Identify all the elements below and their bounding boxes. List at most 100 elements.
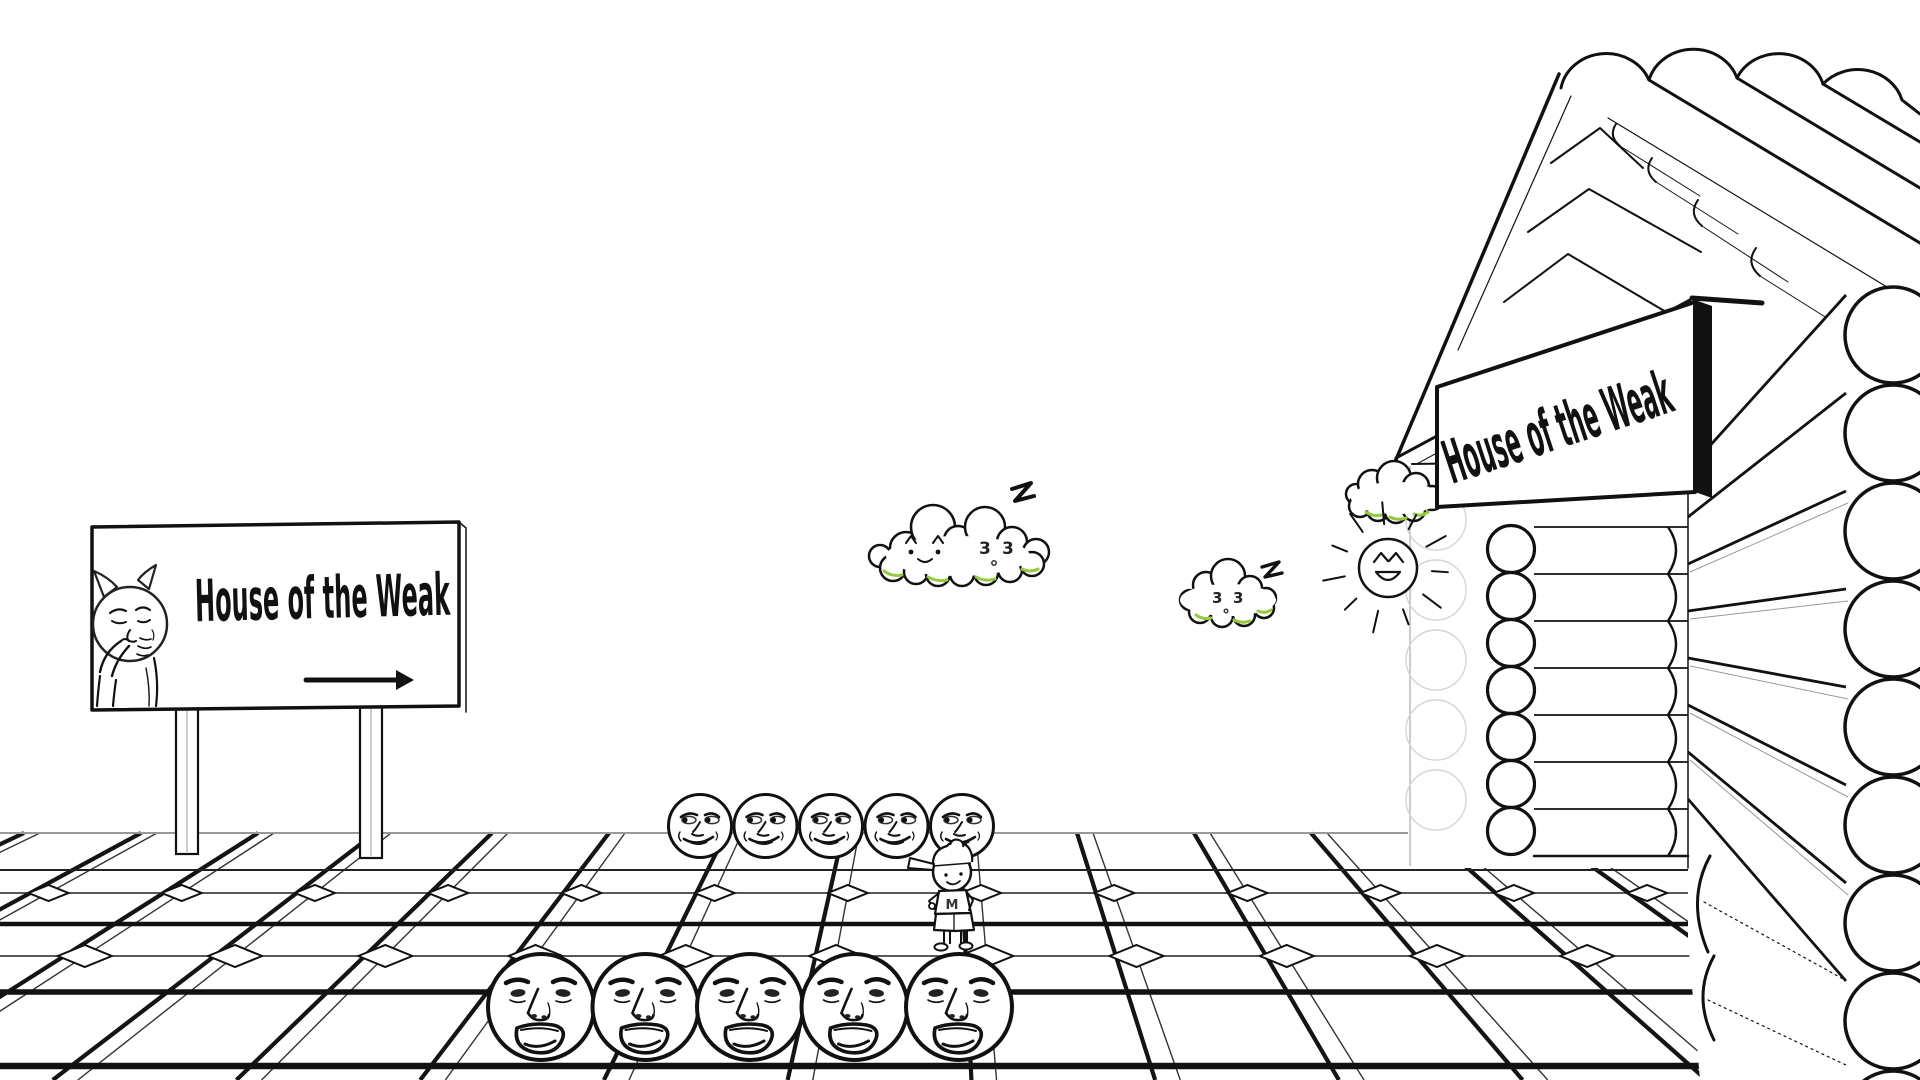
floor-tile-diamond [1224, 883, 1271, 903]
sun-ray-icon [1381, 501, 1386, 526]
log-end-circle [1485, 805, 1537, 857]
log-edge-line [1687, 750, 1847, 885]
faint-log-end-circle [1405, 629, 1467, 691]
log-end-circle [1843, 383, 1920, 483]
cloud-happy-eyebrow-icon [905, 535, 917, 544]
cloud-accent-stroke [1388, 515, 1408, 521]
shout-face-token[interactable] [697, 954, 803, 1060]
sleeping-eye-glyph: 3 [1212, 589, 1222, 607]
log-end-circle [1843, 579, 1920, 679]
log-end-circle [1485, 711, 1537, 763]
cloud-accent-stroke [1256, 608, 1273, 614]
floor-tile-diamond [205, 943, 265, 969]
log-end-circle [1843, 285, 1920, 385]
sleeping-mouth-icon [1223, 608, 1229, 614]
sleeping-eye-glyph: 3 [979, 539, 991, 559]
log-shade-line [1689, 502, 1849, 573]
floor-diagonal-line [0, 831, 143, 912]
smirk-face-token[interactable] [863, 793, 930, 859]
floor-tile-diamond [292, 883, 338, 903]
log-corner-arc [1666, 620, 1678, 669]
log-edge-line [1687, 489, 1847, 566]
sun-ray-icon [1343, 597, 1358, 611]
log-edge-line [1686, 294, 1848, 471]
floor-diagonal-thin-line [0, 832, 158, 921]
shout-face-token[interactable] [906, 954, 1012, 1060]
sleeping-eye-glyph: 3 [1002, 539, 1014, 559]
sun-ray-icon [1430, 570, 1449, 574]
shout-face-token[interactable] [593, 954, 699, 1060]
sun-ray-icon [1349, 512, 1364, 533]
sun-ray-icon [1422, 593, 1442, 609]
log-corner-arc [1666, 808, 1678, 857]
floor-tile-diamond [25, 883, 72, 903]
log-edge-line [1687, 703, 1847, 787]
cabin-near-wall [1686, 285, 1920, 1080]
floor-tile-diamond [1106, 943, 1167, 969]
cloud-accent-stroke [1364, 510, 1383, 518]
cloud-accent-stroke [926, 575, 949, 583]
sleep-z-icon [1260, 560, 1284, 579]
log-shade-line [1689, 759, 1849, 896]
cloud-accent-stroke [1232, 618, 1252, 624]
log-corner-arc [1666, 761, 1678, 810]
log-edge-line [1687, 391, 1847, 519]
log-end-circle [1485, 617, 1537, 669]
cloud-body [1351, 482, 1441, 514]
player-character[interactable]: M [907, 838, 976, 952]
right-arrow-icon [303, 670, 414, 690]
floor-tile-diamond [1357, 883, 1404, 903]
cloud-body [886, 536, 1030, 576]
small-cloud-face: 3 3 [1212, 560, 1284, 614]
shirt-letter: M [946, 898, 959, 913]
double-sleeping-cloud [867, 503, 1051, 588]
log-corner-arc [1666, 526, 1678, 575]
floor-tile-diamond [558, 883, 605, 903]
floor-tile-diamond [159, 883, 205, 903]
direction-sign-text: House of the Weak [194, 561, 451, 636]
floor-tile-diamond [1257, 943, 1317, 969]
direction-sign: House of the Weak [90, 520, 467, 860]
log-end-circle [1485, 570, 1537, 622]
smirk-face-token[interactable] [732, 793, 799, 859]
faint-log-end-circle [1405, 699, 1467, 761]
log-edge-line [1686, 798, 1848, 982]
cloud-accent-stroke [1412, 510, 1430, 517]
shout-token-row [488, 954, 1012, 1060]
player-smile [946, 880, 961, 886]
corner-cloud [1344, 459, 1446, 525]
log-end-circle [1843, 775, 1920, 875]
shout-face-token[interactable] [488, 954, 594, 1060]
floor-tile-diamond [1557, 943, 1617, 969]
log-end-circle [1843, 481, 1920, 581]
sleep-z-icon [1010, 481, 1036, 503]
log-end-circle [1843, 677, 1920, 777]
smirk-face-token[interactable] [798, 793, 864, 859]
log-shade-line [1689, 712, 1849, 798]
cloud-accent-stroke [1194, 613, 1213, 621]
sleeping-eye-glyph: 3 [1233, 589, 1243, 607]
small-sleeping-cloud [1178, 557, 1278, 629]
log-corner-arc [1666, 573, 1678, 622]
floor-tile-diamond [425, 883, 471, 903]
sleeping-mouth-icon [991, 560, 997, 566]
sun-ray-icon [1322, 575, 1346, 582]
log-edge-line [1687, 587, 1847, 613]
cabin-gable-wall [1405, 458, 1690, 869]
sun-ray-icon [1372, 609, 1380, 634]
sun-ray-icon [1425, 535, 1447, 548]
floor-tile-diamond [1491, 883, 1537, 903]
cloud-accent-stroke [1020, 567, 1040, 573]
log-end-circle [1862, 1069, 1920, 1080]
shout-face-token[interactable] [802, 954, 908, 1060]
player-shoe [933, 942, 949, 952]
smirk-face-token[interactable] [667, 793, 733, 859]
cloud-happy-eyebrow-icon [932, 535, 944, 544]
log-end-circle [1843, 873, 1920, 973]
sun-happy-eye-right [1387, 551, 1405, 564]
floor-tile-diamond [1091, 883, 1137, 903]
sun-happy-eye-left [1372, 551, 1390, 564]
cap-button-icon [949, 838, 965, 848]
sun-ray-icon [1402, 608, 1410, 626]
